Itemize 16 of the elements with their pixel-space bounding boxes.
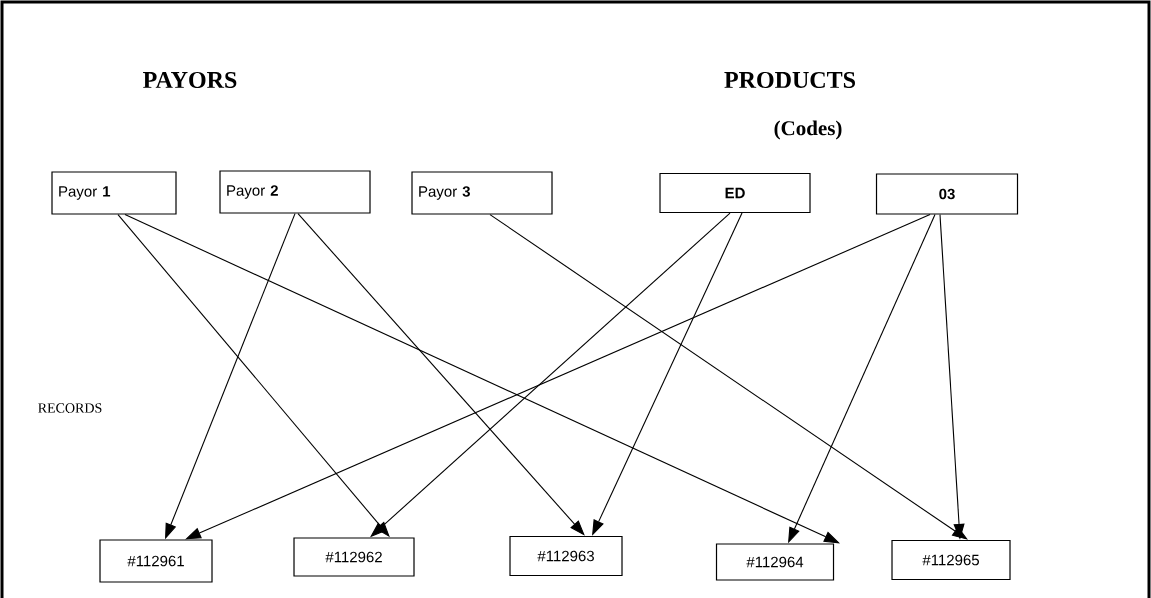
box: 03 [875, 173, 1019, 215]
box: ED [659, 172, 811, 214]
side-label: RECORDS [38, 403, 102, 413]
box: Payor 1 [51, 171, 177, 215]
heading: PAYORS [143, 71, 237, 89]
heading: PRODUCTS [724, 71, 855, 89]
arrow [297, 213, 585, 536]
box: #112963 [509, 535, 623, 577]
heading: (Codes) [774, 120, 842, 140]
box: #112962 [293, 537, 415, 577]
box: #112965 [891, 539, 1011, 581]
box: #112961 [99, 539, 213, 583]
box: #112964 [715, 543, 835, 581]
box: Payor 2 [219, 170, 371, 214]
arrow [489, 214, 968, 540]
box: Payor 3 [411, 171, 553, 215]
